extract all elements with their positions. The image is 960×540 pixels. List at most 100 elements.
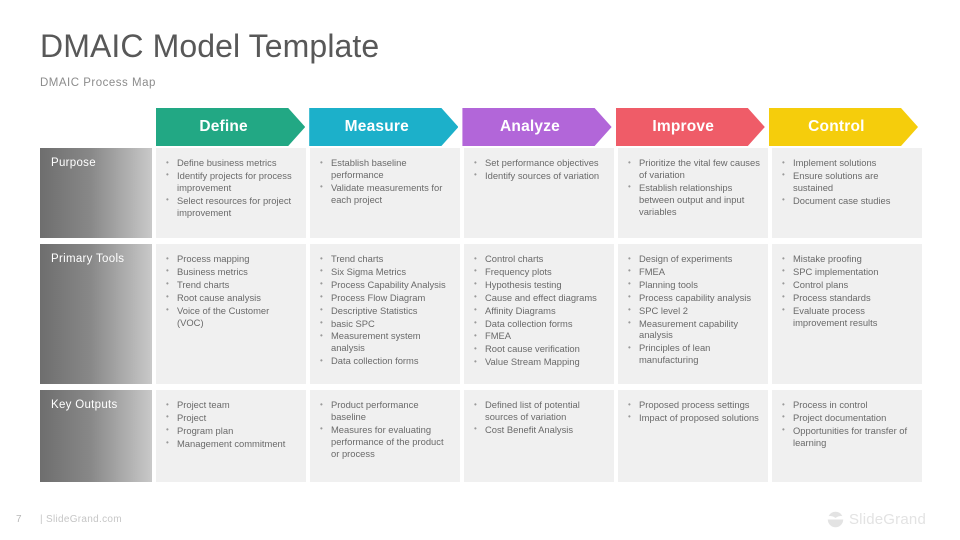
list-item: Process standards (782, 291, 914, 304)
list-item: Identify projects for process improvemen… (166, 169, 298, 194)
list-item: Opportunities for transfer of learning (782, 424, 914, 449)
list-item: basic SPC (320, 317, 452, 330)
list-item: Process Capability Analysis (320, 278, 452, 291)
list-item: Project documentation (782, 411, 914, 424)
list-item: Project (166, 411, 298, 424)
bullet-list: Project teamProjectProgram planManagemen… (166, 399, 298, 450)
slidegrand-wordmark: SlideGrand (848, 511, 926, 528)
list-item: Validate measurements for each project (320, 181, 452, 206)
matrix-cells: Project teamProjectProgram planManagemen… (156, 390, 922, 482)
cell-measure-key-outputs: Product performance baselineMeasures for… (310, 390, 460, 482)
phase-header-bar: Define Measure Analyze Improve Control (156, 108, 922, 146)
list-item: Management commitment (166, 437, 298, 450)
list-item: Establish relationships between output a… (628, 181, 760, 218)
row-label-primary-tools: Primary Tools (40, 244, 152, 384)
phase-define[interactable]: Define (156, 108, 305, 146)
list-item: Evaluate process improvement results (782, 304, 914, 329)
phase-label: Control (808, 118, 865, 135)
list-item: Process mapping (166, 253, 298, 265)
phase-label: Measure (344, 118, 409, 135)
list-item: Define business metrics (166, 157, 298, 169)
cell-improve-purpose: Prioritize the vital few causes of varia… (618, 148, 768, 238)
cell-measure-primary-tools: Trend chartsSix Sigma MetricsProcess Cap… (310, 244, 460, 384)
phase-label: Improve (652, 118, 715, 135)
matrix-row: Key Outputs Project teamProjectProgram pl… (40, 390, 922, 482)
list-item: SPC implementation (782, 265, 914, 278)
row-label-text: Key Outputs (51, 399, 118, 411)
footer: 7 | SlideGrand.com SlideGrand (0, 504, 960, 540)
page-title: DMAIC Model Template (40, 28, 380, 64)
dmaic-matrix: Purpose Define business metricsIdentify p… (40, 148, 922, 488)
list-item: FMEA (628, 265, 760, 278)
list-item: SPC level 2 (628, 304, 760, 317)
matrix-cells: Process mappingBusiness metricsTrend cha… (156, 244, 922, 384)
cell-analyze-purpose: Set performance objectivesIdentify sourc… (464, 148, 614, 238)
row-label-key-outputs: Key Outputs (40, 390, 152, 482)
list-item: Data collection forms (320, 355, 452, 367)
row-label-text: Purpose (51, 157, 96, 169)
list-item: Proposed process settings (628, 399, 760, 411)
list-item: Business metrics (166, 265, 298, 278)
bullet-list: Define business metricsIdentify projects… (166, 157, 298, 219)
list-item: Implement solutions (782, 157, 914, 169)
list-item: Mistake proofing (782, 253, 914, 265)
phase-label: Analyze (500, 118, 560, 135)
phase-measure[interactable]: Measure (309, 108, 458, 146)
bullet-list: Prioritize the vital few causes of varia… (628, 157, 760, 218)
list-item: Descriptive Statistics (320, 304, 452, 317)
list-item: Voice of the Customer (VOC) (166, 304, 298, 329)
bullet-list: Mistake proofingSPC implementationContro… (782, 253, 914, 328)
list-item: Principles of lean manufacturing (628, 342, 760, 366)
page-number: 7 (16, 514, 22, 525)
phase-control[interactable]: Control (769, 108, 918, 146)
list-item: Process in control (782, 399, 914, 411)
list-item: Affinity Diagrams (474, 304, 606, 317)
bullet-list: Defined list of potential sources of var… (474, 399, 606, 436)
bullet-list: Establish baseline performanceValidate m… (320, 157, 452, 206)
list-item: Program plan (166, 424, 298, 437)
bullet-list: Control chartsFrequency plotsHypothesis … (474, 253, 606, 368)
list-item: Product performance baseline (320, 399, 452, 423)
list-item: Measures for evaluating performance of t… (320, 423, 452, 460)
list-item: Design of experiments (628, 253, 760, 265)
list-item: Process Flow Diagram (320, 291, 452, 304)
bullet-list: Process in controlProject documentationO… (782, 399, 914, 449)
bullet-list: Set performance objectivesIdentify sourc… (474, 157, 606, 182)
cell-control-key-outputs: Process in controlProject documentationO… (772, 390, 922, 482)
list-item: Root cause analysis (166, 291, 298, 304)
list-item: Ensure solutions are sustained (782, 169, 914, 194)
cell-improve-key-outputs: Proposed process settingsImpact of propo… (618, 390, 768, 482)
list-item: Cost Benefit Analysis (474, 423, 606, 436)
list-item: Identify sources of variation (474, 169, 606, 182)
list-item: Set performance objectives (474, 157, 606, 169)
list-item: Prioritize the vital few causes of varia… (628, 157, 760, 181)
phase-improve[interactable]: Improve (616, 108, 765, 146)
bullet-list: Trend chartsSix Sigma MetricsProcess Cap… (320, 253, 452, 367)
list-item: Cause and effect diagrams (474, 291, 606, 304)
list-item: Measurement capability analysis (628, 317, 760, 342)
list-item: Measurement system analysis (320, 330, 452, 354)
cell-control-primary-tools: Mistake proofingSPC implementationContro… (772, 244, 922, 384)
list-item: Trend charts (320, 253, 452, 265)
row-label-text: Primary Tools (51, 253, 125, 265)
list-item: Trend charts (166, 278, 298, 291)
footer-site-label: | SlideGrand.com (40, 514, 122, 525)
title-block: DMAIC Model Template DMAIC Process Map (40, 28, 379, 89)
cell-analyze-primary-tools: Control chartsFrequency plotsHypothesis … (464, 244, 614, 384)
cell-improve-primary-tools: Design of experimentsFMEAPlanning toolsP… (618, 244, 768, 384)
bullet-list: Product performance baselineMeasures for… (320, 399, 452, 460)
list-item: Six Sigma Metrics (320, 265, 452, 278)
phase-analyze[interactable]: Analyze (462, 108, 611, 146)
matrix-row: Purpose Define business metricsIdentify p… (40, 148, 922, 238)
list-item: Value Stream Mapping (474, 356, 606, 368)
bullet-list: Proposed process settingsImpact of propo… (628, 399, 760, 424)
page-subtitle: DMAIC Process Map (40, 76, 156, 89)
list-item: Process capability analysis (628, 291, 760, 304)
slidegrand-mark-icon (827, 511, 849, 528)
bullet-list: Process mappingBusiness metricsTrend cha… (166, 253, 298, 328)
list-item: Select resources for project improvement (166, 194, 298, 219)
list-item: Document case studies (782, 194, 914, 207)
slidegrand-logo: SlideGrand (827, 511, 926, 528)
list-item: Planning tools (628, 278, 760, 291)
list-item: Impact of proposed solutions (628, 411, 760, 424)
